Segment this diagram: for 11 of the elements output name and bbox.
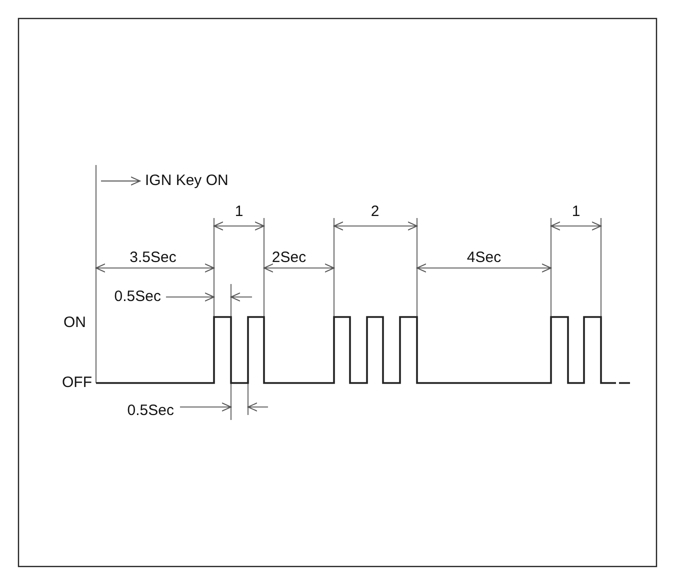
level-label: OFF [62,374,92,391]
dimension-label: 0.5Sec [114,288,161,305]
level-label: ON [64,314,86,331]
dimension-label: 0.5Sec [127,402,174,419]
note-text: IGN Key ON [145,172,228,189]
dimension-label: 4Sec [466,249,502,266]
dimension-label: 1 [234,203,244,220]
dimension-label: 1 [572,203,580,220]
dimension-label: 2Sec [272,249,306,266]
dimension-label: 3.5Sec [130,249,176,266]
dimension-label: 2 [370,203,380,220]
